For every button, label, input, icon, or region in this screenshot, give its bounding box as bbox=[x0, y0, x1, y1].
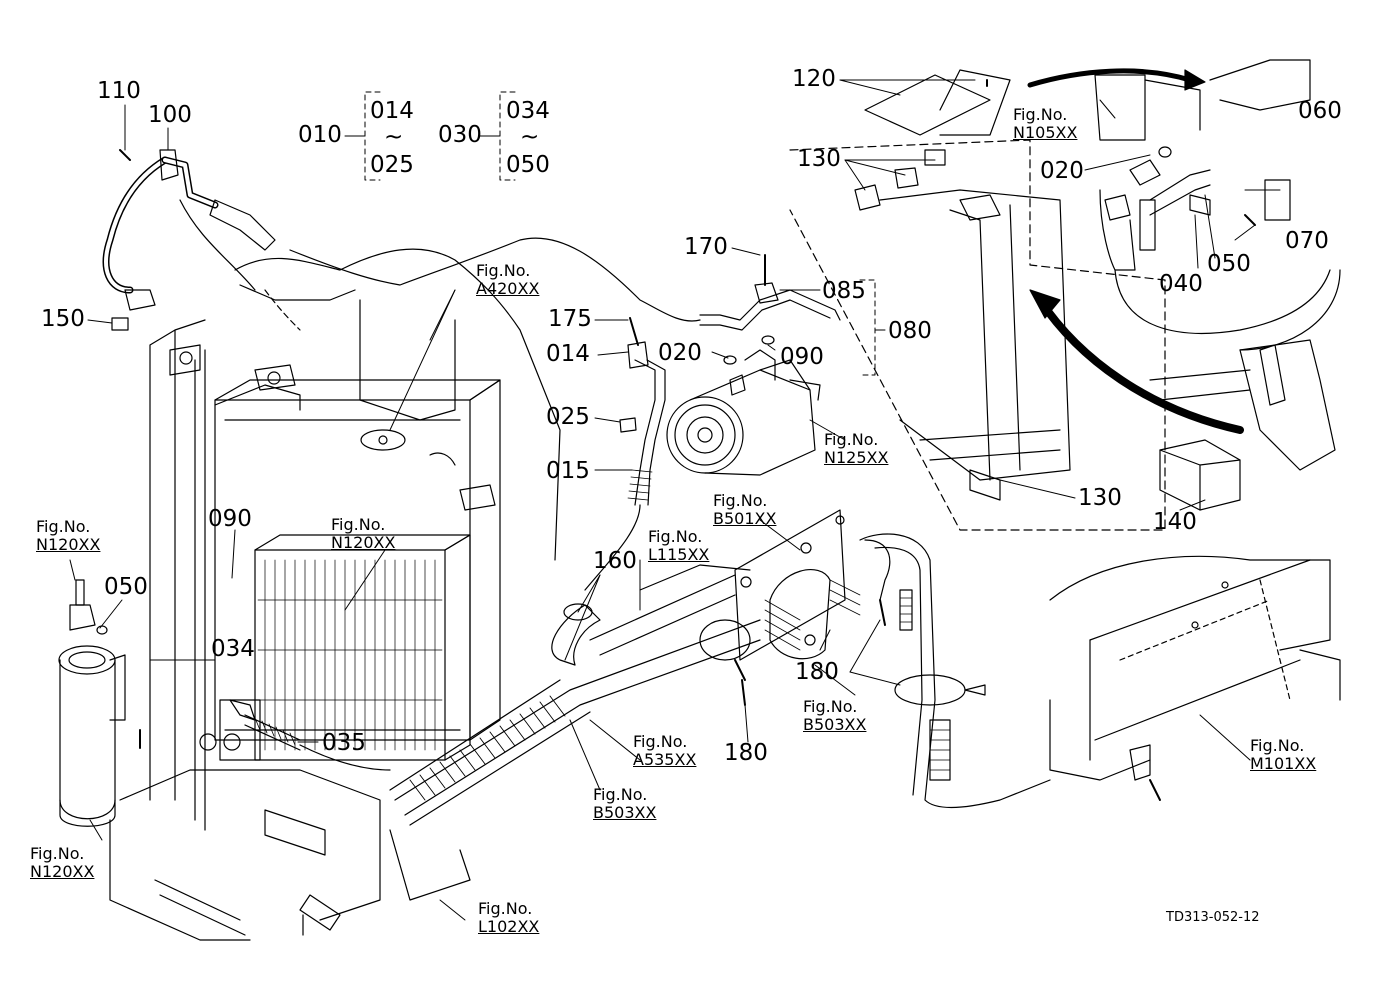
part-label-060: 060 bbox=[1298, 98, 1342, 124]
part-label-014: 014 bbox=[546, 341, 590, 367]
document-id: TD313-052-12 bbox=[1166, 910, 1260, 925]
hose-bundle bbox=[389, 564, 761, 826]
shroud bbox=[234, 248, 561, 561]
fig-ref-n120xx-condenser[interactable]: Fig.No. N120XX bbox=[331, 515, 396, 553]
direction-arrow bbox=[1027, 68, 1244, 434]
radiator-frame bbox=[109, 319, 501, 941]
fig-ref-caption: Fig.No. bbox=[713, 491, 768, 510]
fig-ref-code: L102XX bbox=[478, 917, 540, 937]
cab-floor bbox=[1049, 555, 1341, 801]
part-label-034-range-start: 034 bbox=[506, 98, 550, 124]
part-label-110: 110 bbox=[97, 78, 141, 104]
part-label-130-top: 130 bbox=[797, 146, 841, 172]
part-label-050-right: 050 bbox=[1207, 251, 1251, 277]
part-label-140: 140 bbox=[1153, 509, 1197, 535]
range-tilde-1: ~ bbox=[384, 124, 404, 150]
part-label-080: 080 bbox=[888, 318, 932, 344]
part-label-030: 030 bbox=[438, 122, 482, 148]
fig-ref-code: N120XX bbox=[331, 533, 396, 553]
part-label-035: 035 bbox=[322, 730, 366, 756]
part-label-050-range-end: 050 bbox=[506, 152, 550, 178]
fig-ref-n120xx-receiver-top[interactable]: Fig.No. N120XX bbox=[36, 517, 101, 555]
part-label-090-left: 090 bbox=[208, 506, 252, 532]
hose-035 bbox=[229, 699, 391, 771]
fig-ref-caption: Fig.No. bbox=[803, 697, 858, 716]
part-label-180-lower: 180 bbox=[724, 740, 768, 766]
range-tilde-2: ~ bbox=[520, 124, 540, 150]
fig-ref-n105xx[interactable]: Fig.No. N105XX bbox=[1013, 105, 1078, 143]
part-label-025: 025 bbox=[546, 404, 590, 430]
fig-ref-caption: Fig.No. bbox=[476, 261, 531, 280]
fig-ref-code: N125XX bbox=[824, 448, 889, 468]
fig-ref-caption: Fig.No. bbox=[36, 517, 91, 536]
part-label-050-left: 050 bbox=[104, 574, 148, 600]
part-label-034: 034 bbox=[211, 636, 255, 662]
fig-ref-caption: Fig.No. bbox=[1250, 736, 1305, 755]
part-label-100: 100 bbox=[148, 102, 192, 128]
fig-ref-code: N105XX bbox=[1013, 123, 1078, 143]
compressor bbox=[666, 349, 821, 476]
fig-ref-code: N120XX bbox=[36, 535, 101, 555]
fig-ref-caption: Fig.No. bbox=[30, 844, 85, 863]
fig-ref-n120xx-receiver-bottom[interactable]: Fig.No. N120XX bbox=[30, 844, 95, 882]
receiver-drier bbox=[58, 579, 141, 827]
fig-ref-n125xx[interactable]: Fig.No. N125XX bbox=[824, 430, 889, 468]
leader-lines bbox=[69, 79, 1281, 921]
part-label-150: 150 bbox=[41, 306, 85, 332]
fig-ref-a420xx[interactable]: Fig.No. A420XX bbox=[476, 261, 540, 299]
block-140 bbox=[1159, 439, 1241, 511]
group-brackets bbox=[344, 91, 886, 376]
fig-ref-code: A420XX bbox=[476, 279, 540, 299]
pipe-080 bbox=[699, 254, 841, 365]
part-label-130-bottom: 130 bbox=[1078, 485, 1122, 511]
part-label-020-right: 020 bbox=[1040, 158, 1084, 184]
fig-ref-b503xx-lower[interactable]: Fig.No. B503XX bbox=[593, 785, 657, 823]
part-label-015: 015 bbox=[546, 458, 590, 484]
part-label-025-range-end: 025 bbox=[370, 152, 414, 178]
part-label-120: 120 bbox=[792, 66, 836, 92]
part-label-170: 170 bbox=[684, 234, 728, 260]
part-label-180-middle: 180 bbox=[795, 659, 839, 685]
hose-upper bbox=[289, 237, 701, 322]
part-label-014-range-start: 014 bbox=[370, 98, 414, 124]
part-label-040: 040 bbox=[1159, 271, 1203, 297]
fig-ref-m101xx[interactable]: Fig.No. M101XX bbox=[1250, 736, 1317, 774]
hose-right-loop bbox=[859, 533, 1051, 809]
hose-015 bbox=[584, 317, 666, 591]
fig-ref-caption: Fig.No. bbox=[648, 527, 703, 546]
part-label-010: 010 bbox=[298, 122, 342, 148]
fig-ref-code: A535XX bbox=[633, 750, 697, 770]
right-upright bbox=[1149, 339, 1336, 471]
pipe-040 bbox=[1094, 59, 1341, 351]
fig-ref-code: B503XX bbox=[803, 715, 867, 735]
part-label-175: 175 bbox=[548, 306, 592, 332]
fig-ref-l115xx[interactable]: Fig.No. L115XX bbox=[648, 527, 710, 565]
part-label-090-top: 090 bbox=[780, 344, 824, 370]
part-label-085: 085 bbox=[822, 278, 866, 304]
pad-120 bbox=[864, 69, 1011, 136]
fig-ref-caption: Fig.No. bbox=[824, 430, 879, 449]
fig-ref-code: B503XX bbox=[593, 803, 657, 823]
pipe-100 bbox=[102, 149, 276, 331]
evaporator-column bbox=[789, 139, 1166, 531]
fig-ref-code: N120XX bbox=[30, 862, 95, 882]
part-label-070: 070 bbox=[1285, 228, 1329, 254]
condenser-core bbox=[254, 534, 471, 761]
bracket-b501 bbox=[699, 509, 891, 706]
part-label-020: 020 bbox=[658, 340, 702, 366]
fig-ref-code: M101XX bbox=[1250, 754, 1317, 774]
fig-ref-caption: Fig.No. bbox=[331, 515, 386, 534]
fig-ref-l102xx[interactable]: Fig.No. L102XX bbox=[478, 899, 540, 937]
fig-ref-caption: Fig.No. bbox=[1013, 105, 1068, 124]
fig-ref-caption: Fig.No. bbox=[593, 785, 648, 804]
fig-ref-a535xx[interactable]: Fig.No. A535XX bbox=[633, 732, 697, 770]
fig-ref-code: B501XX bbox=[713, 509, 777, 529]
part-label-160: 160 bbox=[593, 548, 637, 574]
fig-ref-code: L115XX bbox=[648, 545, 710, 565]
fig-ref-caption: Fig.No. bbox=[633, 732, 688, 751]
fig-ref-b503xx-right[interactable]: Fig.No. B503XX bbox=[803, 697, 867, 735]
fig-ref-caption: Fig.No. bbox=[478, 899, 533, 918]
fig-ref-b501xx[interactable]: Fig.No. B501XX bbox=[713, 491, 777, 529]
